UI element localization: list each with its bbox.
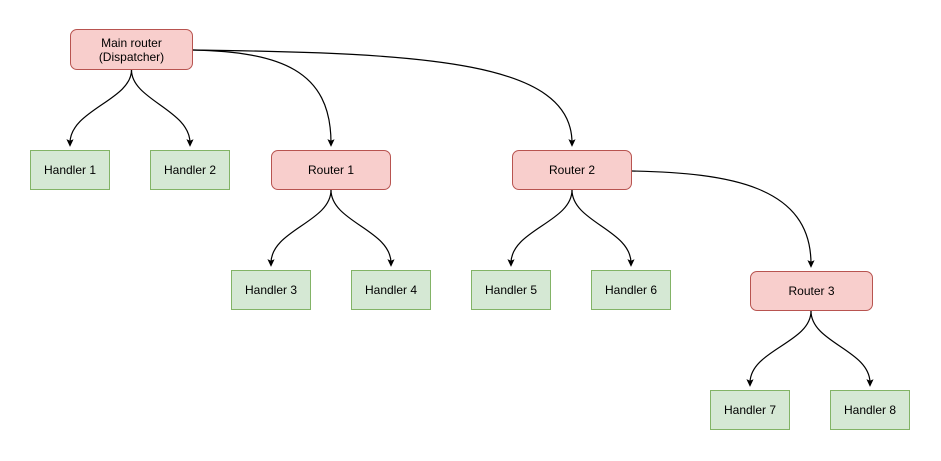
node-handler-4[interactable]: Handler 4 — [351, 270, 431, 310]
edge-main-to-router-2 — [192, 49, 576, 147]
node-label-handler-6: Handler 6 — [604, 283, 658, 297]
edge-main-to-handler-2 — [130, 69, 194, 147]
edge-router-2-to-router-3 — [631, 170, 815, 268]
node-handler-7[interactable]: Handler 7 — [710, 390, 790, 430]
edge-router-1-to-handler-4 — [330, 189, 395, 267]
node-label-router-3: Router 3 — [788, 284, 835, 298]
node-router-3[interactable]: Router 3 — [750, 271, 873, 311]
edge-router-3-to-handler-7 — [746, 310, 812, 387]
node-main-router[interactable]: Main router (Dispatcher) — [70, 29, 193, 70]
node-label-handler-4: Handler 4 — [364, 283, 418, 297]
node-handler-6[interactable]: Handler 6 — [591, 270, 671, 310]
node-handler-8[interactable]: Handler 8 — [830, 390, 910, 430]
edge-router-2-to-handler-6 — [571, 189, 635, 267]
node-label-handler-5: Handler 5 — [484, 283, 538, 297]
node-label-router-1: Router 1 — [307, 163, 355, 177]
node-label-handler-3: Handler 3 — [244, 283, 298, 297]
edge-router-1-to-handler-3 — [267, 189, 332, 267]
edge-router-2-to-handler-5 — [507, 189, 573, 267]
node-router-1[interactable]: Router 1 — [271, 150, 391, 190]
node-label-handler-8: Handler 8 — [843, 403, 897, 417]
node-router-2[interactable]: Router 2 — [512, 150, 632, 190]
node-label-main-router: Main router (Dispatcher) — [98, 35, 165, 64]
edge-router-3-to-handler-8 — [810, 310, 874, 387]
edge-main-to-handler-1 — [66, 69, 133, 147]
edge-main-to-router-1 — [192, 49, 335, 147]
node-handler-5[interactable]: Handler 5 — [471, 270, 551, 310]
node-label-handler-1: Handler 1 — [43, 163, 97, 177]
node-label-handler-7: Handler 7 — [723, 403, 777, 417]
node-label-router-2: Router 2 — [548, 163, 596, 177]
node-handler-1[interactable]: Handler 1 — [30, 150, 110, 190]
node-handler-3[interactable]: Handler 3 — [231, 270, 311, 310]
node-label-handler-2: Handler 2 — [163, 163, 217, 177]
node-handler-2[interactable]: Handler 2 — [150, 150, 230, 190]
